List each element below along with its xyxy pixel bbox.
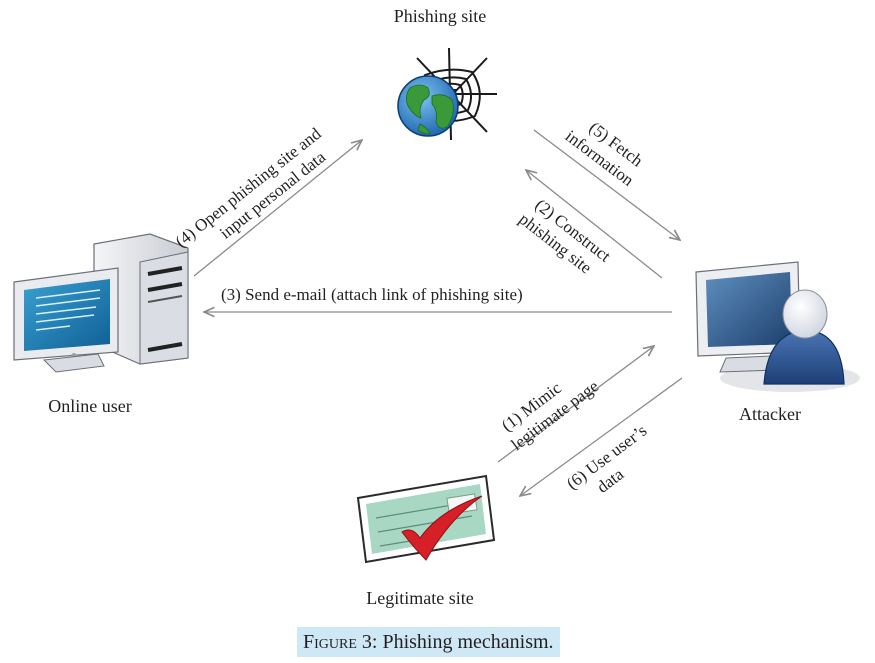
phishing-site-icon xyxy=(397,47,497,141)
edge-label-5: (5) Fetch information xyxy=(562,110,651,191)
figure-caption: Figure 3: Phishing mechanism. xyxy=(297,627,560,657)
arrow-2-construct-phishing-site xyxy=(526,170,663,279)
legitimate-site-icon xyxy=(356,474,496,564)
checkmark-icon xyxy=(401,495,483,561)
attacker-label: Attacker xyxy=(739,404,801,424)
edge-label-3: (3) Send e-mail (attach link of phishing… xyxy=(221,285,523,304)
legitimate-site-label: Legitimate site xyxy=(366,588,474,608)
arrow-4-open-phishing-site xyxy=(193,140,362,277)
arrow-5-fetch-information xyxy=(533,129,680,240)
edge-label-4: (4) Open phishing site and input persona… xyxy=(172,121,341,267)
attacker-icon xyxy=(695,261,860,392)
phishing-site-label: Phishing site xyxy=(393,6,487,26)
figure-caption-label: Figure 3: xyxy=(303,631,378,653)
monitor-icon xyxy=(13,267,119,373)
arrow-6-use-data xyxy=(520,377,683,496)
edge-label-6: (6) Use user’s data xyxy=(563,418,666,510)
online-user-label: Online user xyxy=(48,396,132,416)
user-computer-icon xyxy=(13,233,189,373)
person-icon xyxy=(763,289,845,385)
arrow-1-mimic-page xyxy=(497,346,654,463)
edge-label-1: (1) Mimic legitimate page xyxy=(495,360,602,455)
edge-label-2: (2) Construct phishing site xyxy=(515,193,617,285)
figure-caption-text: Phishing mechanism. xyxy=(382,631,554,653)
